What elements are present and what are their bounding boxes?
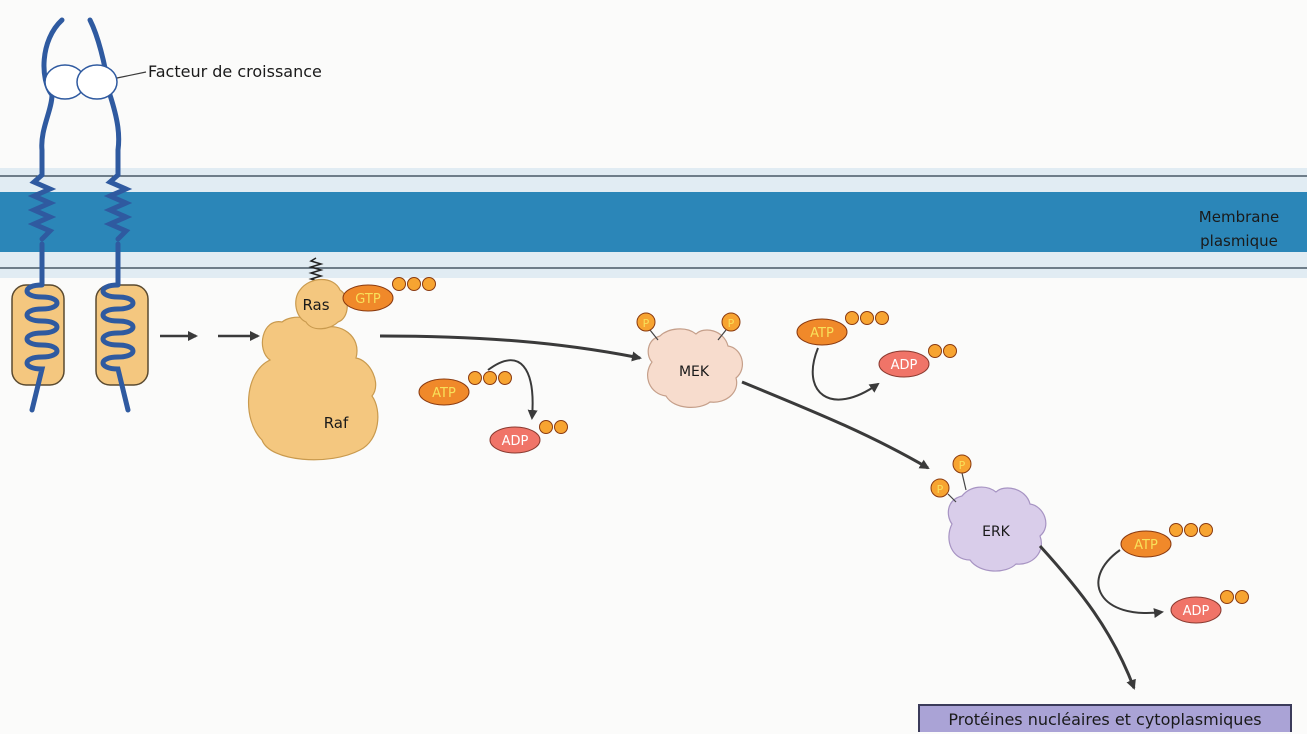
adp-molecule-2: ADP — [879, 345, 957, 378]
atp-label-2: ATP — [810, 326, 834, 341]
erk-phosphate-1: P — [959, 459, 966, 472]
atp-label-1: ATP — [432, 386, 456, 401]
adp-molecule-1: ADP — [490, 421, 568, 454]
membrane-label-line1: Membrane — [1178, 205, 1300, 229]
adp-label-3: ADP — [1183, 604, 1210, 619]
mek-phosphate-2: P — [728, 317, 735, 330]
erk-phosphate-2: P — [937, 483, 944, 496]
atp-molecule-1: ATP — [419, 372, 512, 406]
erk-protein: ERK P P — [931, 455, 1046, 571]
mek-phosphate-1: P — [643, 317, 650, 330]
atp-label-3: ATP — [1134, 538, 1158, 553]
atp-molecule-2: ATP — [797, 312, 889, 346]
membrane-label-line2: plasmique — [1178, 229, 1300, 253]
output-box: Protéines nucléaires et cytoplasmiques — [918, 704, 1292, 732]
erk-to-output-arrow — [1040, 546, 1134, 688]
atp-molecule-3: ATP — [1121, 524, 1213, 558]
gtp-label: GTP — [355, 292, 381, 307]
growth-factor-label: Facteur de croissance — [148, 62, 322, 81]
mek-protein: MEK P P — [637, 313, 742, 407]
plasma-membrane — [0, 168, 1307, 278]
membrane-label: Membrane plasmique — [1178, 205, 1300, 253]
adp-label-1: ADP — [502, 434, 529, 449]
atp-to-adp-arrow-3 — [1098, 550, 1162, 613]
atp-to-adp-arrow-2 — [813, 348, 878, 400]
mek-to-erk-arrow — [742, 382, 928, 468]
atp-to-adp-arrow-1 — [488, 360, 533, 418]
growth-factor — [45, 65, 146, 99]
gtp-molecule: GTP — [343, 278, 436, 312]
adp-molecule-3: ADP — [1171, 591, 1249, 624]
raf-to-mek-arrow — [380, 336, 640, 358]
raf-protein: Raf — [249, 317, 378, 460]
ras-label: Ras — [302, 296, 329, 314]
adp-label-2: ADP — [891, 358, 918, 373]
erk-label: ERK — [982, 524, 1011, 540]
mek-label: MEK — [679, 364, 710, 380]
raf-label: Raf — [324, 414, 349, 432]
